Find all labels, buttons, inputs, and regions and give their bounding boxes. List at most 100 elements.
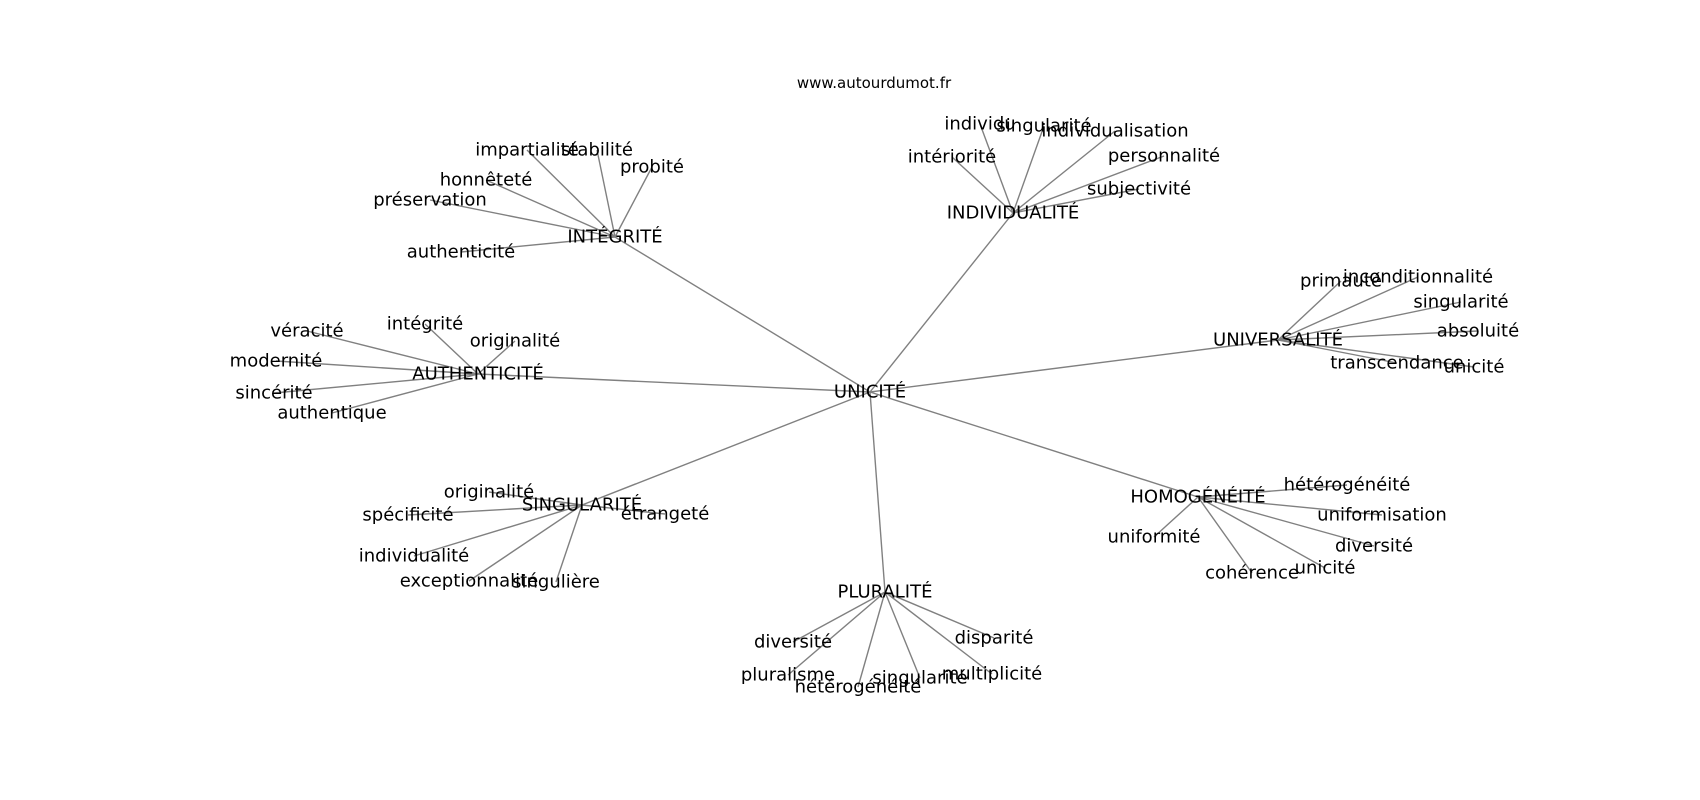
word-node-authenticite-0[interactable]: véracité (270, 321, 343, 342)
word-node-authenticite-3[interactable]: modernité (230, 351, 323, 372)
edge-center-integrite (614, 236, 871, 393)
word-node-singularite-4[interactable]: exceptionnalité (400, 571, 539, 592)
hub-node-authenticite[interactable]: AUTHENTICITÉ (412, 363, 543, 385)
edge-singularite-2 (581, 504, 666, 515)
edge-center-singularite (581, 391, 871, 506)
edge-universalite-0 (1277, 280, 1342, 341)
word-node-singularite-3[interactable]: individualité (359, 546, 470, 567)
edge-center-universalite (869, 339, 1279, 393)
edge-pluralite-4 (884, 591, 993, 675)
word-node-homogeneite-3[interactable]: diversité (1335, 536, 1413, 557)
edge-authenticite-0 (306, 330, 479, 375)
word-node-individualite-3[interactable]: intériorité (908, 147, 997, 168)
word-node-universalite-2[interactable]: singularité (1413, 292, 1508, 313)
edge-homogeneite-0 (1197, 484, 1348, 498)
word-node-singularite-0[interactable]: originalité (444, 482, 534, 503)
edge-homogeneite-1 (1197, 496, 1383, 516)
word-node-pluralite-0[interactable]: diversité (754, 632, 832, 653)
edge-universalite-1 (1277, 276, 1419, 341)
edge-homogeneite-4 (1197, 496, 1253, 574)
word-node-authenticite-4[interactable]: sincérité (235, 383, 312, 404)
word-node-integrite-1[interactable]: stabilité (561, 140, 633, 161)
word-node-homogeneite-0[interactable]: hétérogénéité (1284, 475, 1411, 496)
edge-singularite-3 (413, 504, 583, 557)
hub-node-universalite[interactable]: UNIVERSALITÉ (1213, 329, 1343, 351)
word-node-pluralite-5[interactable]: hétérogénéité (795, 677, 922, 698)
word-node-individualite-1[interactable]: singularité (996, 116, 1091, 137)
edge-integrite-4 (429, 199, 616, 238)
word-node-homogeneite-2[interactable]: uniformité (1108, 527, 1201, 548)
edge-integrite-3 (485, 179, 616, 238)
edge-authenticite-2 (477, 340, 516, 375)
edge-authenticite-4 (273, 373, 479, 394)
word-node-authenticite-1[interactable]: intégrité (387, 314, 464, 335)
word-node-homogeneite-4[interactable]: cohérence (1205, 563, 1299, 584)
edge-homogeneite-5 (1197, 496, 1326, 569)
word-node-universalite-1[interactable]: inconditionnalité (1343, 267, 1493, 288)
hub-node-integrite[interactable]: INTÉGRITÉ (567, 226, 662, 248)
word-node-integrite-2[interactable]: probité (620, 157, 684, 178)
word-node-homogeneite-1[interactable]: uniformisation (1317, 505, 1447, 526)
edge-integrite-5 (460, 236, 616, 253)
word-node-pluralite-1[interactable]: disparité (955, 628, 1034, 649)
edge-individualite-4 (1012, 155, 1165, 214)
edge-pluralite-3 (884, 591, 921, 679)
edge-authenticite-3 (275, 360, 479, 375)
edge-authenticite-1 (424, 323, 479, 375)
edge-homogeneite-3 (1197, 496, 1375, 547)
edge-singularite-1 (407, 504, 583, 516)
edge-pluralite-0 (792, 591, 886, 643)
word-node-singularite-2[interactable]: étrangeté (621, 504, 710, 525)
word-node-universalite-0[interactable]: primauté (1300, 271, 1382, 292)
word-node-authenticite-5[interactable]: authentique (277, 403, 386, 424)
edge-center-pluralite (869, 391, 886, 593)
word-node-individualite-5[interactable]: subjectivité (1087, 179, 1191, 200)
edge-pluralite-2 (787, 591, 886, 676)
word-node-singularite-1[interactable]: spécificité (362, 505, 453, 526)
edge-individualite-5 (1012, 188, 1140, 214)
edge-singularite-0 (488, 491, 583, 506)
edge-center-homogeneite (869, 391, 1199, 498)
edge-center-individualite (869, 212, 1014, 393)
edge-homogeneite-2 (1153, 496, 1199, 538)
hub-node-singularite[interactable]: SINGULARITÉ (522, 494, 642, 516)
word-node-integrite-5[interactable]: authenticité (407, 242, 515, 263)
edge-individualite-3 (951, 156, 1014, 214)
word-node-integrite-3[interactable]: honnêteté (440, 170, 533, 191)
edge-universalite-2 (1277, 301, 1462, 341)
word-node-pluralite-3[interactable]: singularité (872, 668, 967, 689)
hub-node-homogeneite[interactable]: HOMOGÉNÉITÉ (1130, 486, 1265, 508)
edge-singularite-5 (555, 504, 583, 583)
edge-integrite-2 (614, 166, 653, 238)
edge-universalite-3 (1277, 330, 1479, 341)
word-node-integrite-0[interactable]: impartialité (475, 140, 579, 161)
graph-edges (273, 123, 1479, 688)
source-credit: www.autourdumot.fr (797, 74, 952, 92)
word-node-universalite-5[interactable]: unicité (1444, 357, 1505, 378)
edge-integrite-1 (596, 149, 616, 238)
word-node-individualite-2[interactable]: individualisation (1041, 121, 1188, 142)
word-node-homogeneite-5[interactable]: unicité (1295, 558, 1356, 579)
word-node-integrite-4[interactable]: préservation (373, 190, 487, 211)
word-node-individualite-0[interactable]: individu (944, 114, 1015, 135)
word-node-pluralite-2[interactable]: pluralisme (741, 665, 835, 686)
word-node-individualite-4[interactable]: personnalité (1108, 146, 1220, 167)
edge-pluralite-5 (857, 591, 886, 688)
graph-labels: www.autourdumot.frINTÉGRITÉimpartialités… (230, 74, 1520, 698)
word-node-pluralite-4[interactable]: multiplicité (942, 664, 1042, 685)
word-node-universalite-3[interactable]: absoluité (1437, 321, 1519, 342)
hub-node-individualite[interactable]: INDIVIDUALITÉ (947, 202, 1080, 224)
edge-authenticite-5 (331, 373, 479, 414)
edge-universalite-5 (1277, 339, 1475, 368)
word-node-universalite-4[interactable]: transcendance (1330, 353, 1464, 374)
edge-individualite-2 (1012, 130, 1116, 214)
center-node[interactable]: UNICITÉ (834, 381, 906, 403)
edge-pluralite-1 (884, 591, 995, 639)
hub-node-pluralite[interactable]: PLURALITÉ (838, 581, 933, 603)
edge-center-authenticite (477, 373, 871, 393)
word-node-authenticite-2[interactable]: originalité (470, 331, 560, 352)
edge-singularite-4 (468, 504, 583, 582)
edge-individualite-0 (979, 123, 1014, 214)
word-node-singularite-5[interactable]: singulière (512, 572, 600, 593)
